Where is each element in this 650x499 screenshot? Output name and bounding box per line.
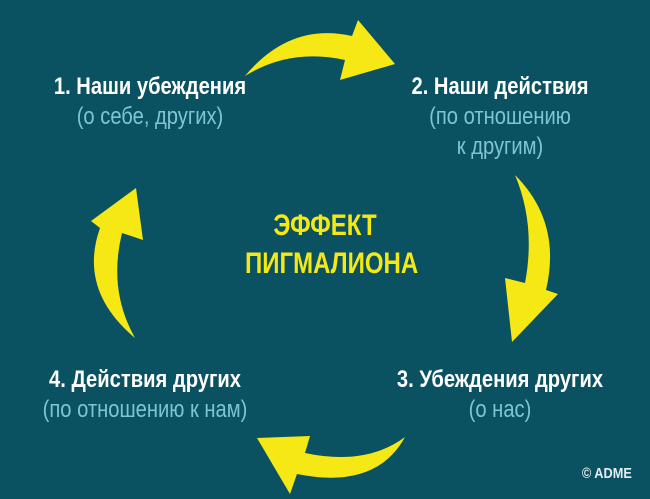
node-subtitle: (о себе, других) xyxy=(76,103,224,130)
node-title: 4. Действия других xyxy=(49,366,241,393)
node-title: 2. Наши действия xyxy=(411,73,589,100)
center-title-line2: ПИГМАЛИОНА xyxy=(245,247,419,280)
node-subtitle: (о нас) xyxy=(468,396,532,423)
arrow-1-to-2-icon xyxy=(245,20,395,80)
center-title-line1: ЭФФЕКТ xyxy=(273,209,377,242)
node-subtitle: (по отношению xyxy=(429,103,571,130)
node-title: 1. Наши убеждения xyxy=(53,73,247,100)
node-others-actions: 4. Действия других (по отношению к нам) xyxy=(27,365,262,425)
node-subtitle: (по отношению к нам) xyxy=(42,396,248,423)
arrow-2-to-3-icon xyxy=(505,175,558,342)
arrow-3-to-4-icon xyxy=(257,436,405,494)
center-title: ЭФФЕКТ ПИГМАЛИОНА xyxy=(245,207,419,283)
node-title: 3. Убеждения других xyxy=(396,366,604,393)
arrow-4-to-1-icon xyxy=(91,188,143,338)
node-others-beliefs: 3. Убеждения других (о нас) xyxy=(382,365,617,425)
copyright-label: © ADME xyxy=(581,465,632,482)
node-subtitle: к другим) xyxy=(456,133,544,160)
node-our-actions: 2. Наши действия (по отношению к другим) xyxy=(391,72,609,162)
node-our-beliefs: 1. Наши убеждения (о себе, других) xyxy=(41,72,259,132)
